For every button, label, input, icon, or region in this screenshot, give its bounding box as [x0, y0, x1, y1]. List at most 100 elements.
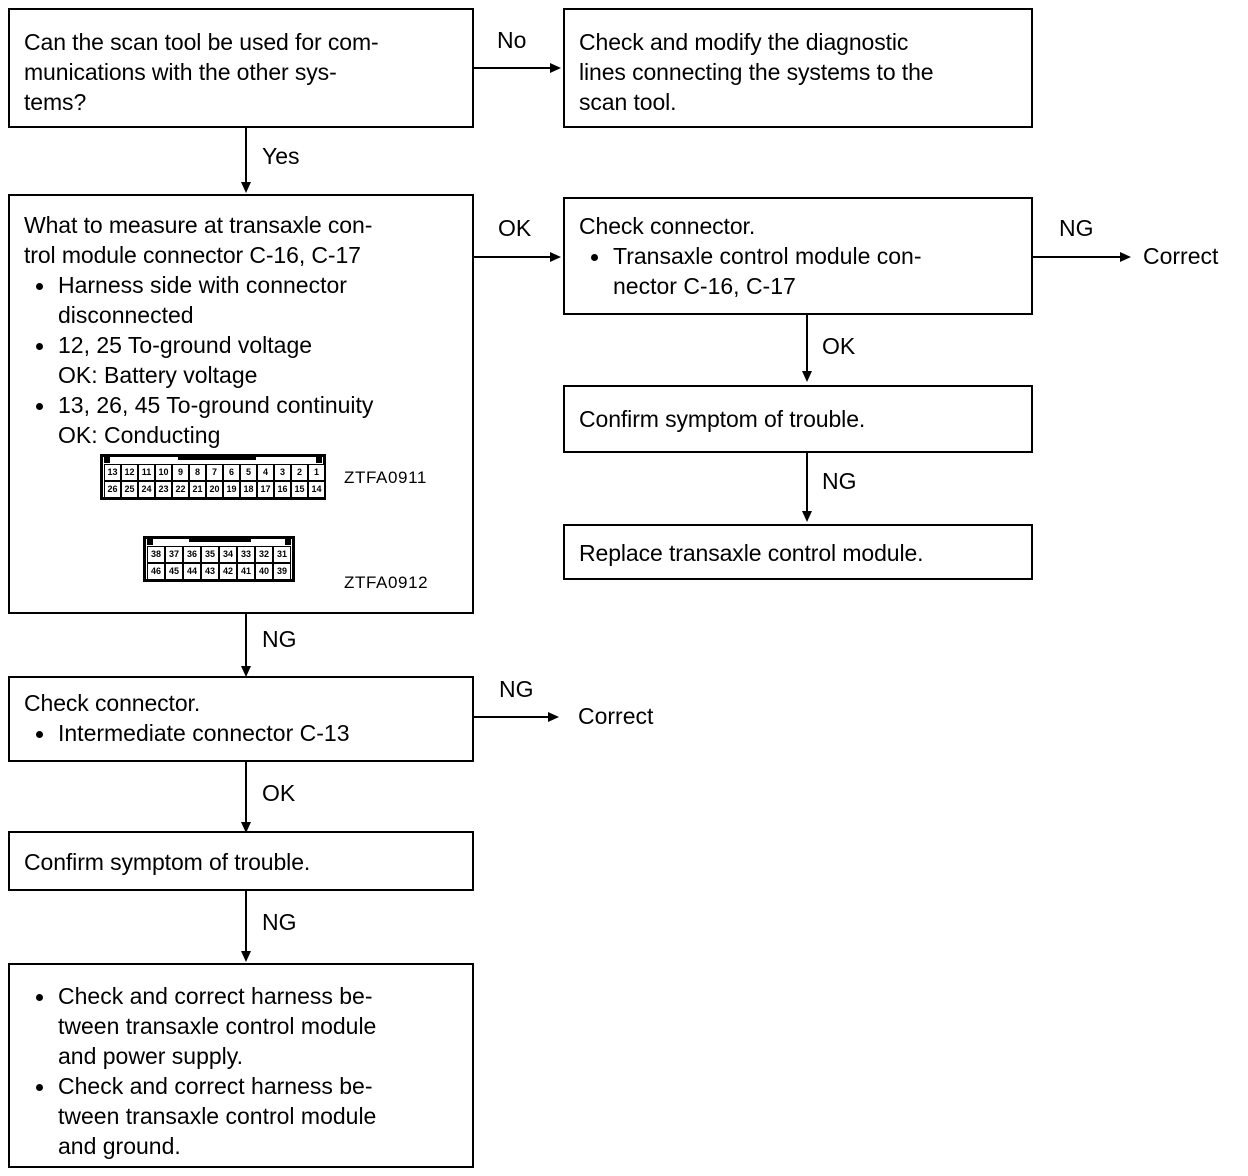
edge-label-ok-confirm-right: OK — [822, 333, 856, 359]
connector-c16-ref-label: ZTFA0911 — [344, 468, 427, 487]
list-item: Transaxle control module con- nector C-1… — [579, 241, 1029, 301]
edge-label-ng-correct-bottom: NG — [499, 676, 534, 702]
box-confirm-symptom-right-text: Confirm symptom of trouble. — [579, 406, 866, 432]
box-check-connector-intermediate: Check connector. Intermediate connector … — [8, 676, 474, 762]
edge-arrowhead-ng-correct-top — [1120, 252, 1131, 262]
edge-label-ok-confirm-left: OK — [262, 780, 296, 806]
edge-line-ng-from-measure — [245, 614, 247, 670]
connector-pin-cell: 11 — [138, 464, 155, 481]
connector-pin-cell: 44 — [183, 563, 201, 580]
list-item: Intermediate connector C-13 — [24, 718, 469, 748]
terminal-correct-bottom: Correct — [578, 703, 654, 729]
edge-arrowhead-ng-correct-bottom — [548, 712, 559, 722]
connector-pin-cell: 20 — [206, 481, 223, 498]
edge-arrowhead-yes — [241, 182, 251, 193]
edge-label-ng-from-measure: NG — [262, 626, 297, 652]
edge-arrowhead-ng-replace — [802, 511, 812, 522]
connector-pin-cell: 40 — [255, 563, 273, 580]
connector-pin-cell: 2 — [291, 464, 308, 481]
edge-label-yes: Yes — [262, 143, 300, 169]
box-confirm-symptom-right: Confirm symptom of trouble. — [563, 385, 1033, 453]
edge-arrowhead-ng-from-measure — [241, 666, 251, 677]
connector-pin-cell: 3 — [274, 464, 291, 481]
box-check-modify-lines: Check and modify the diagnostic lines co… — [563, 8, 1033, 128]
connector-pin-cell: 16 — [274, 481, 291, 498]
box-confirm-symptom-left-text: Confirm symptom of trouble. — [24, 849, 311, 875]
connector-pin-cell: 25 — [121, 481, 138, 498]
connector-c17-latch-tab — [189, 537, 251, 542]
connector-pin-cell: 19 — [223, 481, 240, 498]
list-item: Check and correct harness be- tween tran… — [24, 981, 469, 1071]
edge-arrowhead-ok-check-connector — [550, 252, 561, 262]
connector-pin-cell: 22 — [172, 481, 189, 498]
edge-line-ng-replace — [806, 453, 808, 515]
edge-label-no: No — [497, 27, 527, 53]
box-check-connector-tcm-list: Transaxle control module con- nector C-1… — [579, 241, 1029, 301]
connector-pin-cell: 14 — [308, 481, 325, 498]
list-item: 13, 26, 45 To-ground continuity OK: Cond… — [24, 390, 469, 450]
edge-label-ng-harness: NG — [262, 909, 297, 935]
edge-line-ng-harness — [245, 891, 247, 955]
connector-pin-cell: 18 — [240, 481, 257, 498]
connector-pin-cell: 9 — [172, 464, 189, 481]
connector-c17-ref-label: ZTFA0912 — [344, 573, 429, 592]
connector-c17-left-notch — [147, 539, 153, 545]
box-scan-tool-question: Can the scan tool be used for com- munic… — [8, 8, 474, 128]
edge-label-ok-check-connector: OK — [498, 215, 532, 241]
box-check-connector-intermediate-heading: Check connector. — [24, 690, 201, 716]
connector-pin-cell: 12 — [121, 464, 138, 481]
box-scan-tool-question-text: Can the scan tool be used for com- munic… — [24, 29, 379, 115]
box-what-to-measure-heading: What to measure at transaxle con- trol m… — [24, 212, 373, 268]
box-what-to-measure: What to measure at transaxle con- trol m… — [8, 194, 474, 614]
connector-c16-left-notch — [104, 457, 110, 463]
connector-c16-latch-tab — [178, 455, 256, 460]
connector-pin-cell: 21 — [189, 481, 206, 498]
connector-pin-cell: 8 — [189, 464, 206, 481]
connector-pin-cell: 42 — [219, 563, 237, 580]
box-check-modify-lines-text: Check and modify the diagnostic lines co… — [579, 29, 934, 115]
connector-pin-cell: 45 — [165, 563, 183, 580]
edge-line-ng-correct-bottom — [474, 716, 552, 718]
connector-pin-cell: 33 — [237, 546, 255, 563]
terminal-correct-top: Correct — [1143, 243, 1219, 269]
box-check-connector-intermediate-list: Intermediate connector C-13 — [24, 718, 469, 748]
box-replace-module: Replace transaxle control module. — [563, 524, 1033, 580]
list-item: Harness side with connector disconnected — [24, 270, 469, 330]
edge-arrowhead-no — [550, 63, 561, 73]
edge-line-ng-correct-top — [1033, 256, 1127, 258]
connector-pin-cell: 13 — [104, 464, 121, 481]
connector-pin-cell: 26 — [104, 481, 121, 498]
edge-line-ok-confirm-right — [806, 315, 808, 375]
connector-pin-cell: 24 — [138, 481, 155, 498]
connector-pin-cell: 1 — [308, 464, 325, 481]
connector-pin-cell: 38 — [147, 546, 165, 563]
connector-pin-cell: 46 — [147, 563, 165, 580]
edge-arrowhead-ng-harness — [241, 951, 251, 962]
edge-line-ok-confirm-left — [245, 762, 247, 826]
connector-pin-cell: 37 — [165, 546, 183, 563]
box-confirm-symptom-left: Confirm symptom of trouble. — [8, 831, 474, 891]
connector-pin-cell: 10 — [155, 464, 172, 481]
connector-pin-cell: 31 — [273, 546, 291, 563]
list-item: 12, 25 To-ground voltage OK: Battery vol… — [24, 330, 469, 390]
connector-pin-cell: 5 — [240, 464, 257, 481]
connector-pin-cell: 4 — [257, 464, 274, 481]
connector-c16-right-notch — [316, 457, 322, 463]
connector-pin-cell: 41 — [237, 563, 255, 580]
edge-label-ng-replace: NG — [822, 468, 857, 494]
box-replace-module-text: Replace transaxle control module. — [579, 540, 924, 566]
connector-pin-cell: 39 — [273, 563, 291, 580]
box-harness-actions-list: Check and correct harness be- tween tran… — [24, 981, 469, 1161]
edge-line-ok-check-connector — [474, 256, 552, 258]
box-harness-actions: Check and correct harness be- tween tran… — [8, 963, 474, 1168]
connector-pin-cell: 34 — [219, 546, 237, 563]
edge-line-no — [474, 67, 552, 69]
